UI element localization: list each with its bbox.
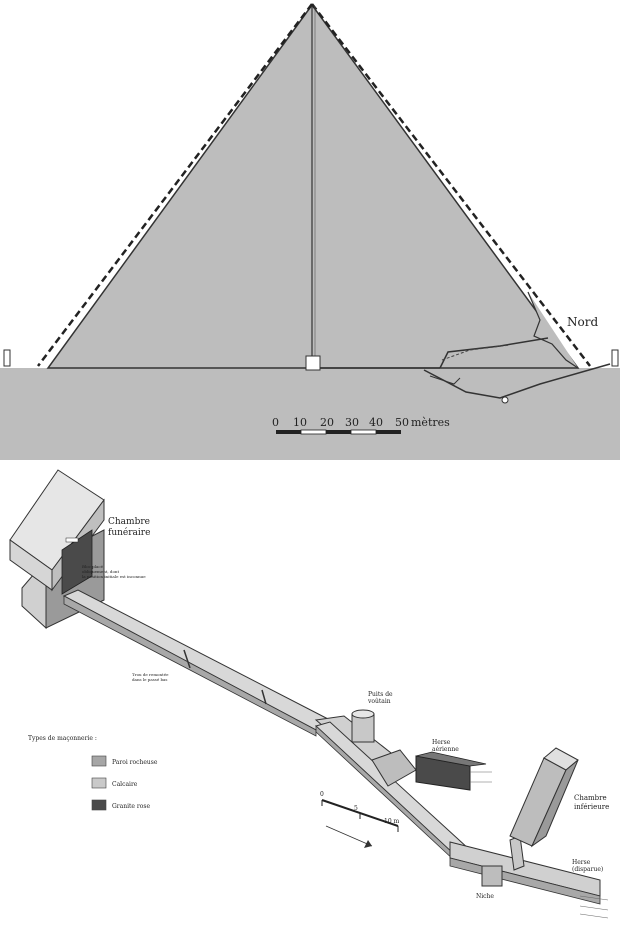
masonry-legend: Types de maçonnerie : Paroi rocheuse Cal… — [28, 735, 158, 811]
shaft-top — [351, 709, 375, 719]
portcullis-section — [429, 375, 461, 385]
label-puits-2: voûtain — [367, 698, 391, 705]
block-note-2: obliquement, dont — [82, 569, 119, 574]
section-scale-tick-2: 20 — [320, 416, 334, 429]
legend-label-granite: Granite rose — [112, 803, 150, 810]
lower-chamber-3d — [509, 747, 579, 848]
corridor-joint-2 — [261, 689, 267, 705]
north-face-break — [527, 291, 579, 369]
lower-extension-3 — [579, 913, 609, 919]
corridor-note-2: dans le passé bas — [132, 677, 167, 682]
north-arrow-head — [364, 840, 372, 848]
lower-extension-2 — [579, 905, 609, 911]
legend-swatch-limestone — [91, 777, 107, 789]
ground — [0, 368, 620, 460]
section-scale-unit: mètres — [411, 416, 450, 429]
section-scale-tick-3: 30 — [345, 416, 359, 429]
label-chambre-funeraire-2: funéraire — [108, 527, 150, 538]
label-herse-sup-2: aérienne — [432, 746, 459, 753]
casing-line-south — [37, 3, 313, 367]
section-scale: 0 10 20 30 40 50 mètres — [272, 416, 450, 435]
niche-3d — [481, 865, 503, 887]
label-puits-1: Puits de — [368, 691, 393, 698]
lower-chamber-section — [501, 396, 509, 404]
upper-corridor — [439, 337, 549, 369]
pyramid-section: Nord 0 10 20 30 40 50 mètres — [0, 0, 620, 460]
block-note-1: Bloc placé — [82, 564, 104, 569]
view3d-scale: 0 5 10 m — [320, 791, 400, 848]
label-chambre-inf-1: Chambre — [574, 794, 607, 802]
north-label: Nord — [567, 315, 598, 329]
corridor-joint-1 — [183, 649, 191, 669]
section-scale-tick-1: 10 — [293, 416, 307, 429]
label-chambre-funeraire-1: Chambre — [108, 517, 150, 527]
upper-corridor-3d — [62, 589, 331, 731]
legend-title: Types de maçonnerie : — [28, 735, 97, 742]
block-note-3: la position initiale est inconnue — [82, 574, 146, 579]
marker-south — [3, 349, 11, 367]
label-herse-inf-1: Herse — [572, 859, 591, 866]
casing-line-north — [311, 3, 591, 367]
lower-extension-1 — [579, 895, 609, 901]
corridor-note-1: Trou de remontée — [132, 672, 169, 677]
descending-corridor — [423, 363, 611, 399]
label-herse-inf-2: (disparue) — [572, 866, 603, 873]
granite-portcullis-top — [415, 751, 487, 767]
legend-label-limestone: Calcaire — [112, 781, 138, 788]
label-herse-sup-1: Herse — [432, 739, 451, 746]
passage-3d-view: Chambre funéraire Bloc placé obliquement… — [9, 469, 609, 919]
view3d-scale-tick-0: 0 — [320, 791, 324, 798]
north-arrow-line — [325, 825, 373, 847]
label-niche: Niche — [476, 893, 494, 900]
legend-swatch-rock — [91, 755, 107, 767]
section-scale-tick-0: 0 — [272, 416, 279, 429]
view3d-scale-tick-1: 5 — [354, 805, 358, 812]
marker-north — [611, 349, 619, 367]
burial-chamber-section — [305, 355, 321, 371]
legend-swatch-granite — [91, 799, 107, 811]
section-scale-tick-5: 50 — [395, 416, 409, 429]
view3d-scale-tick-2: 10 m — [384, 818, 400, 825]
label-chambre-inf-2: inférieure — [574, 803, 609, 811]
legend-label-rock: Paroi rocheuse — [112, 759, 158, 766]
upper-corridor-blocks — [441, 344, 511, 361]
section-scale-tick-4: 40 — [369, 416, 383, 429]
